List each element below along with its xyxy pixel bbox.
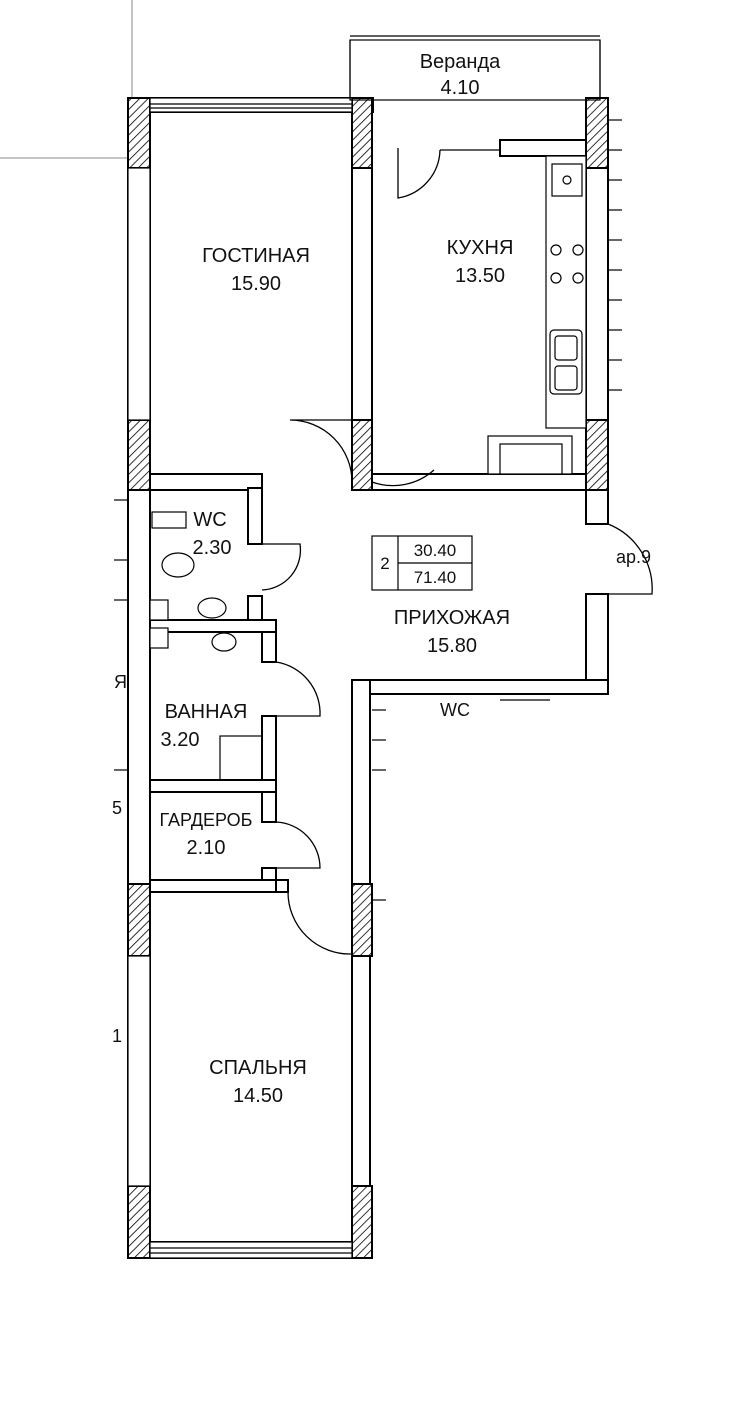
bath-door [275, 661, 321, 717]
apartment-info-text: 2 30.40 71.40 [380, 541, 456, 587]
room-labels: Веранда 4.10 ГОСТИНАЯ 15.90 КУХНЯ 13.50 … [160, 51, 514, 1107]
kitchen-door [371, 420, 435, 487]
kitchen-name: КУХНЯ [447, 237, 514, 259]
stray-5-label: 5 [112, 798, 122, 818]
doors [261, 148, 653, 955]
stray-wc-label: WC [440, 700, 470, 720]
wc-area: 2.30 [193, 537, 232, 559]
wc-door [261, 543, 302, 591]
bedroom-area: 14.50 [233, 1085, 283, 1107]
fragment-labels: ар.9 WC Я 5 1 [112, 547, 651, 1046]
veranda-door [397, 148, 441, 199]
wardrobe-door [275, 821, 321, 869]
exterior-ticks [114, 98, 622, 901]
hatched-columns [127, 97, 609, 1259]
total-area: 71.40 [414, 568, 457, 587]
living-name: ГОСТИНАЯ [202, 245, 310, 267]
living-door [289, 419, 353, 483]
rooms-count: 2 [380, 554, 389, 573]
fixtures [149, 155, 587, 781]
walls [127, 97, 609, 1259]
wardrobe-area: 2.10 [187, 837, 226, 859]
wc-name: WC [193, 509, 226, 531]
hallway-name: ПРИХОЖАЯ [394, 607, 510, 629]
wardrobe-name: ГАРДЕРОБ [160, 810, 253, 830]
living-area: 15.90 [231, 273, 281, 295]
stray-ya-label: Я [114, 672, 127, 692]
bedroom-name: СПАЛЬНЯ [209, 1057, 307, 1079]
bathroom-name: ВАННАЯ [165, 701, 248, 723]
veranda-outline [349, 35, 601, 101]
kitchen-area: 13.50 [455, 265, 505, 287]
guide-lines [0, 0, 133, 159]
apartment-info-box [371, 535, 473, 591]
bathroom-area: 3.20 [161, 729, 200, 751]
living-area-total: 30.40 [414, 541, 457, 560]
bedroom-door [287, 891, 353, 955]
veranda-name: Веранда [420, 51, 501, 73]
neighbor-apartment-label: ар.9 [616, 547, 651, 567]
hallway-area: 15.80 [427, 635, 477, 657]
entrance-door [607, 523, 653, 595]
veranda-area: 4.10 [441, 77, 480, 99]
stray-1-label: 1 [112, 1026, 122, 1046]
windows [127, 97, 353, 1259]
